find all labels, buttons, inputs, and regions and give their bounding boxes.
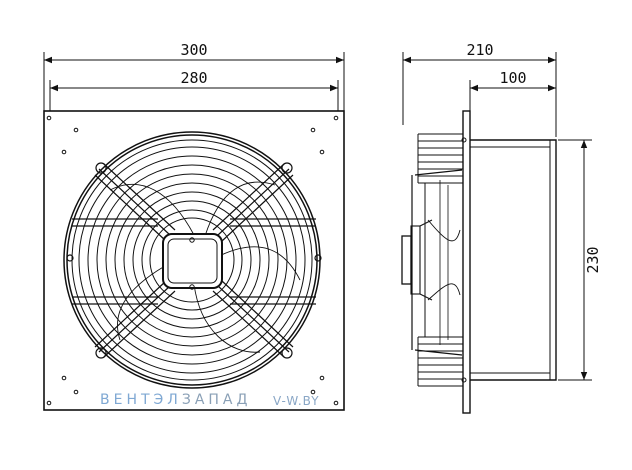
side-motor-housing (470, 139, 557, 381)
side-plate (462, 110, 471, 414)
guard-ring (149, 217, 235, 303)
guard-ring (105, 173, 279, 347)
guard-ring (87, 155, 297, 365)
mounting-plate (43, 110, 345, 411)
brand-part2: ЗАПАД (181, 392, 252, 408)
spoke-bolts (66, 162, 322, 359)
guard-ring (96, 164, 288, 356)
guard-ring (78, 146, 306, 374)
guard-rings (63, 131, 321, 389)
brand-watermark: ВЕНТЭЛЗАПАД (100, 392, 251, 408)
guard-spokes (72, 163, 316, 358)
side-dimensions (402, 52, 592, 381)
dim-label-100: 100 (499, 69, 526, 87)
brand-part1: ВЕНТЭЛ (100, 392, 182, 408)
side-motor-nub (401, 235, 412, 285)
guard-ring (132, 200, 252, 320)
mounting-holes (46, 115, 339, 406)
side-view (401, 110, 557, 414)
dim-label-210: 210 (466, 41, 493, 59)
side-guard-body (411, 169, 463, 356)
dim-label-300: 300 (180, 41, 207, 59)
front-view (43, 110, 345, 411)
motor-hub-inner (167, 238, 218, 284)
guard-ring (66, 134, 318, 386)
front-dimensions (43, 52, 345, 111)
dim-label-230: 230 (584, 246, 602, 273)
fan-blades (109, 181, 301, 353)
guard-ring (123, 191, 261, 329)
guard-ring (114, 182, 270, 338)
motor-hub (162, 233, 223, 289)
guard-ring (141, 209, 243, 311)
site-watermark: V-W.BY (273, 394, 320, 408)
dim-label-280: 280 (180, 69, 207, 87)
